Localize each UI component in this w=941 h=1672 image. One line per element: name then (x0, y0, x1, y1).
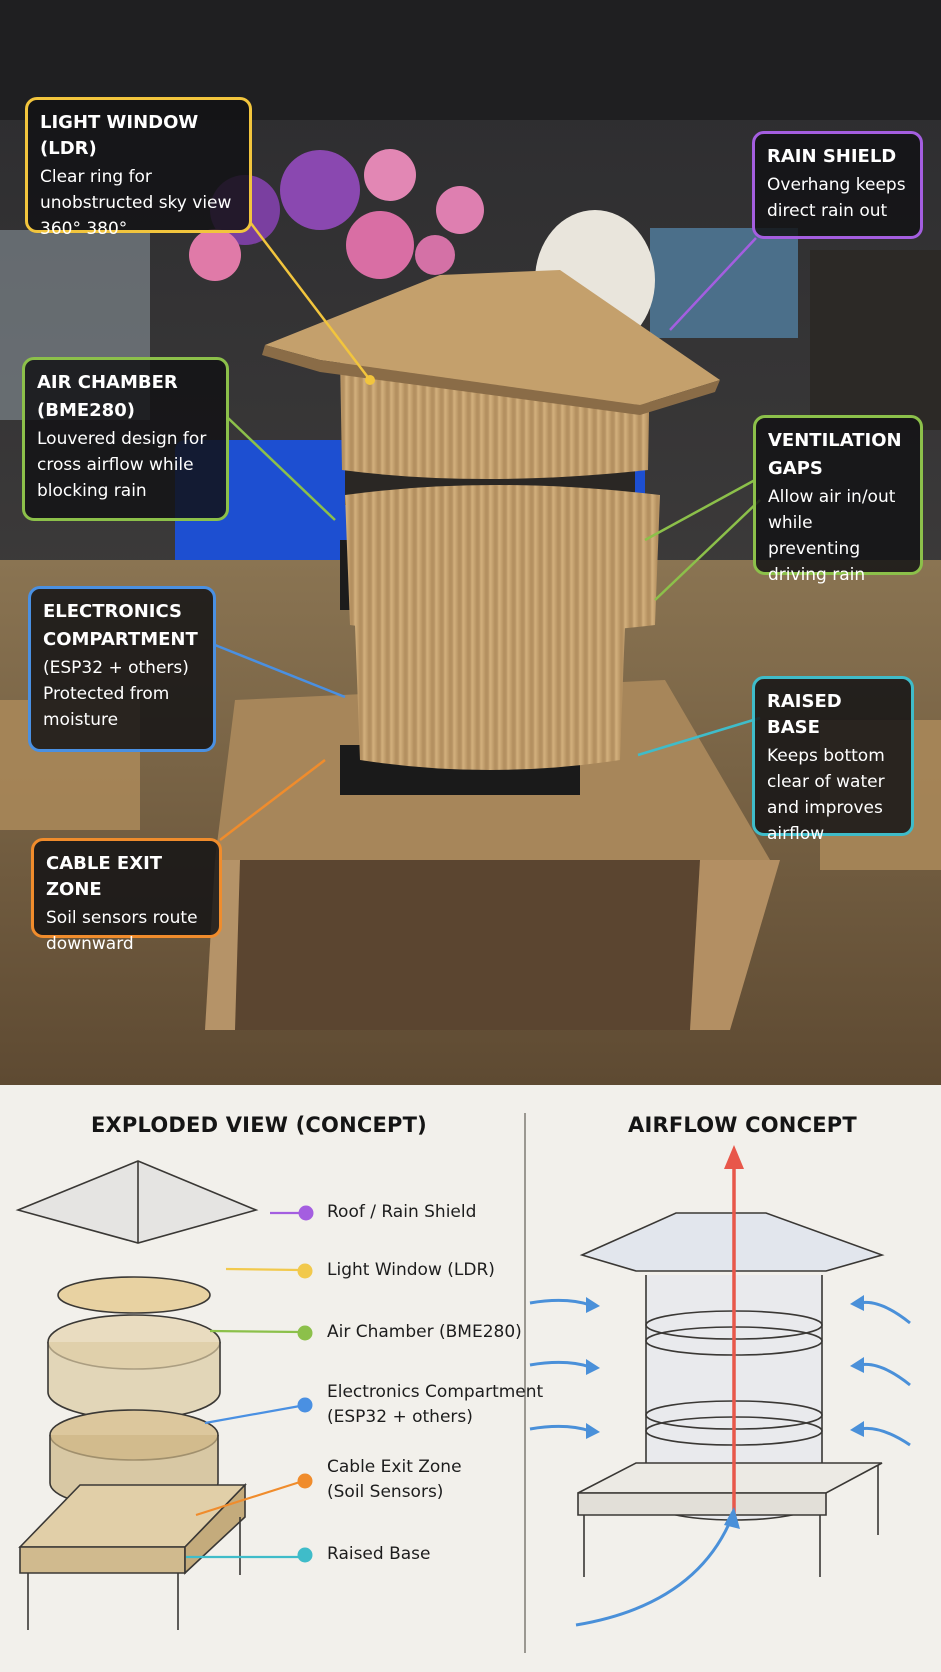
callout-air-chamber-line-3: blocking rain (37, 481, 147, 501)
callout-rain-shield-line-1: Overhang keeps (767, 175, 906, 195)
callout-electronics-line-1: (ESP32 + others) (43, 658, 189, 678)
callout-rain-shield-title: RAIN SHIELD (767, 146, 897, 167)
leader-light-window (249, 221, 371, 381)
exploded-roof (15, 1160, 259, 1244)
leader-light-window-dot (365, 375, 375, 385)
legend-dot-raised-base (297, 1547, 313, 1563)
exploded-view-title: EXPLODED VIEW (CONCEPT) (91, 1113, 427, 1137)
leader-ventilation-2 (654, 499, 761, 601)
callout-electronics-title-1: ELECTRONICS (43, 601, 182, 622)
legend-cable-exit-line-2: (Soil Sensors) (327, 1482, 444, 1502)
callout-leaders (214, 221, 761, 841)
shelf (810, 250, 941, 430)
airflow-concept-title: AIRFLOW CONCEPT (628, 1113, 857, 1137)
callout-electronics-line-2: Protected from (43, 684, 170, 704)
callout-raised-base-line-1: Keeps bottom (767, 746, 885, 766)
callout-air-chamber-line-2: cross airflow while (37, 455, 194, 475)
legend-roof: Roof / Rain Shield (327, 1202, 477, 1222)
tv-screen (650, 228, 798, 338)
leader-cable-exit (219, 759, 326, 841)
cardboard-tower (262, 270, 720, 795)
leader-air-chamber (227, 417, 336, 521)
callout-air-chamber-title-1: AIR CHAMBER (37, 372, 178, 393)
callout-air-chamber-title-2: (BME280) (37, 400, 135, 421)
section-divider (524, 1113, 526, 1653)
callout-light-window-line-1: Clear ring for (40, 167, 152, 187)
callout-ventilation-title-1: VENTILATION (768, 430, 902, 451)
callout-electronics-line-3: moisture (43, 710, 119, 730)
callout-cable-exit-line-1: Soil sensors route (46, 908, 198, 928)
callout-ventilation-line-3: driving rain (768, 565, 866, 585)
exploded-raised-base (18, 1483, 247, 1630)
callout-cable-exit: CABLE EXIT ZONE Soil sensors route downw… (31, 838, 222, 954)
legend-cable-exit-line-1: Cable Exit Zone (327, 1457, 462, 1477)
exploded-air-chamber (47, 1314, 221, 1420)
legend-dot-cable-exit (297, 1473, 313, 1489)
leader-ventilation-1 (644, 478, 756, 542)
legend-air-chamber: Air Chamber (BME280) (327, 1322, 522, 1342)
callout-air-chamber: AIR CHAMBER (BME280) Louvered design for… (22, 357, 229, 521)
concept-section: EXPLODED VIEW (CONCEPT) AIRFLOW CONCEPT (0, 1085, 941, 1672)
callout-ventilation-line-2: while preventing (768, 513, 861, 559)
legend-dot-air-chamber (297, 1325, 313, 1341)
callout-rain-shield-line-2: direct rain out (767, 201, 888, 221)
legend-electronics-line-1: Electronics Compartment (327, 1382, 544, 1402)
airflow-roof (579, 1212, 885, 1272)
leader-raised-base (637, 716, 761, 757)
callout-light-window-line-2: unobstructed sky view (40, 193, 232, 213)
callout-light-window-title: LIGHT WINDOW (LDR) (40, 112, 199, 159)
legend-raised-base: Raised Base (327, 1544, 431, 1564)
legend-dot-roof (298, 1205, 314, 1221)
callout-electronics: ELECTRONICS COMPARTMENT (ESP32 + others)… (28, 586, 216, 752)
callout-light-window: LIGHT WINDOW (LDR) Clear ring for unobst… (25, 97, 252, 239)
legend-dot-electronics (297, 1397, 313, 1413)
exploded-light-window (57, 1276, 211, 1314)
airflow-drawing (529, 1145, 911, 1627)
callout-raised-base-line-2: clear of water (767, 772, 885, 792)
callout-light-window-line-3: 360° 380° (40, 219, 128, 239)
callout-raised-base-line-3: and improves (767, 798, 883, 818)
callout-raised-base-line-4: airflow (767, 824, 825, 844)
legend-electronics-line-2: (ESP32 + others) (327, 1407, 473, 1427)
callout-air-chamber-line-1: Louvered design for (37, 429, 207, 449)
callout-electronics-title-2: COMPARTMENT (43, 629, 198, 650)
legend-light-window: Light Window (LDR) (327, 1260, 495, 1280)
airflow-up-arrow (724, 1145, 744, 1515)
callout-cable-exit-title: CABLE EXIT ZONE (46, 853, 163, 900)
airflow-inflow-arrows (529, 1295, 911, 1627)
airflow-base (577, 1462, 883, 1577)
callout-raised-base-title: RAISED BASE (767, 691, 842, 738)
legend-dot-light-window (297, 1263, 313, 1279)
callout-rain-shield: RAIN SHIELD Overhang keeps direct rain o… (752, 131, 923, 239)
exploded-view-drawing (15, 1160, 314, 1630)
callout-ventilation-line-1: Allow air in/out (768, 487, 896, 507)
callout-ventilation-gaps: VENTILATION GAPS Allow air in/out while … (753, 415, 923, 585)
leader-electronics (214, 643, 346, 699)
callout-ventilation-title-2: GAPS (768, 458, 823, 479)
callout-raised-base: RAISED BASE Keeps bottom clear of water … (752, 676, 914, 844)
leader-rain-shield (669, 237, 757, 331)
callout-cable-exit-line-2: downward (46, 934, 134, 954)
